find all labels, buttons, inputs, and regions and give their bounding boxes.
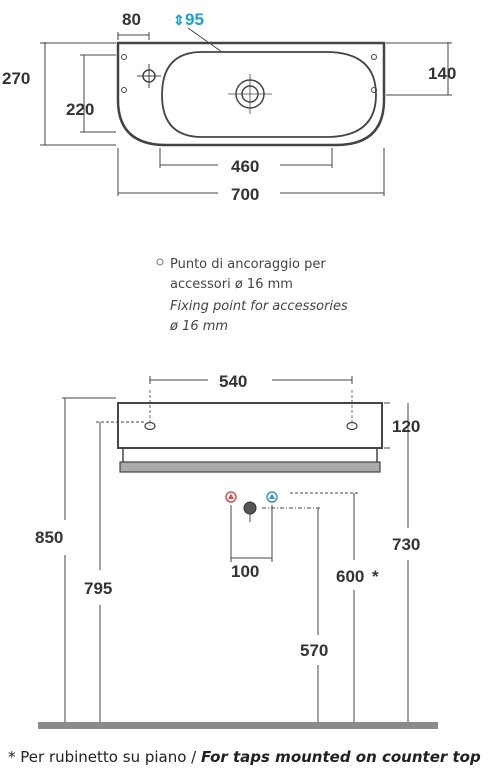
fixing-point-icon — [121, 54, 127, 60]
legend-line-4: ø 16 mm — [169, 319, 228, 334]
front-view — [62, 376, 409, 722]
legend-line-2: accessori ø 16 mm — [170, 277, 293, 292]
dim-tap-asterisk: * — [372, 567, 379, 586]
legend-line-3: Fixing point for accessories — [170, 299, 348, 314]
footer-note-en: For taps mounted on counter top — [201, 748, 481, 766]
legend-line-1: Punto di ancoraggio per — [170, 257, 326, 272]
dim-depth: 270 — [2, 69, 30, 88]
dim-width-total: 700 — [231, 185, 259, 204]
dim-total-height: 850 — [35, 528, 63, 547]
dim-right-height: 730 — [392, 535, 420, 554]
dim-fixing-offset: 80 — [122, 10, 141, 29]
dim-drain-height: 570 — [300, 641, 328, 660]
basin-bowl — [161, 51, 377, 138]
dim-side-depth: 220 — [66, 100, 94, 119]
dim-lower-height: 795 — [84, 579, 112, 598]
supply-points — [225, 491, 278, 515]
washbasin-front — [117, 402, 383, 449]
dim-fixing-spacing: 540 — [219, 372, 247, 391]
top-view — [40, 27, 452, 196]
dim-back-depth: 140 — [428, 64, 456, 83]
fixing-point-icon — [371, 54, 377, 60]
dim-tap-height: 600 — [336, 567, 364, 586]
legend: Punto di ancoraggio per accessori ø 16 m… — [156, 257, 348, 334]
drain-outlet-icon — [243, 501, 257, 515]
footer-note: * Per rubinetto su piano / For taps moun… — [8, 748, 488, 766]
dim-tap-hole: 95 — [185, 10, 204, 29]
floor — [38, 722, 438, 729]
fixing-point-legend-icon — [156, 258, 164, 266]
dim-tap-spacing: 100 — [231, 562, 259, 581]
footer-note-it: * Per rubinetto su piano / — [8, 748, 201, 766]
dim-basin-width: 460 — [231, 157, 259, 176]
tap-hole-arrow-icon: ⇕ — [173, 12, 185, 28]
fixing-point-icon — [371, 87, 377, 93]
dim-height: 120 — [392, 417, 420, 436]
towel-rail — [119, 461, 381, 473]
fixing-point-icon — [121, 87, 127, 93]
